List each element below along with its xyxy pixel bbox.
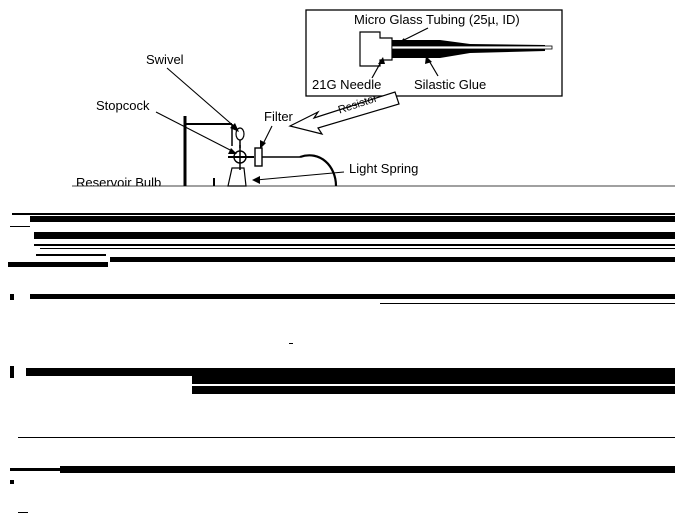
resistor-arrow	[288, 91, 400, 135]
swivel-label: Swivel	[146, 52, 184, 67]
inset-box	[305, 9, 563, 97]
reservoir-bulb-shape	[227, 167, 247, 187]
needle-label: 21G Needle	[312, 77, 382, 92]
micro-glass-tubing-label: Micro Glass Tubing (25µ, ID)	[354, 12, 520, 27]
resistor-tubing	[299, 154, 338, 187]
micro-glass-tube	[391, 45, 553, 50]
filter-part	[254, 147, 263, 167]
filter-label: Filter	[264, 109, 293, 124]
stopcock-label: Stopcock	[96, 98, 150, 113]
silastic-glue-label: Silastic Glue	[414, 77, 487, 92]
light-spring-label: Light Spring	[349, 161, 419, 176]
reservoir-bulb-label: Reservoir Bulb	[76, 175, 162, 190]
needle-hub-shape	[359, 31, 393, 67]
